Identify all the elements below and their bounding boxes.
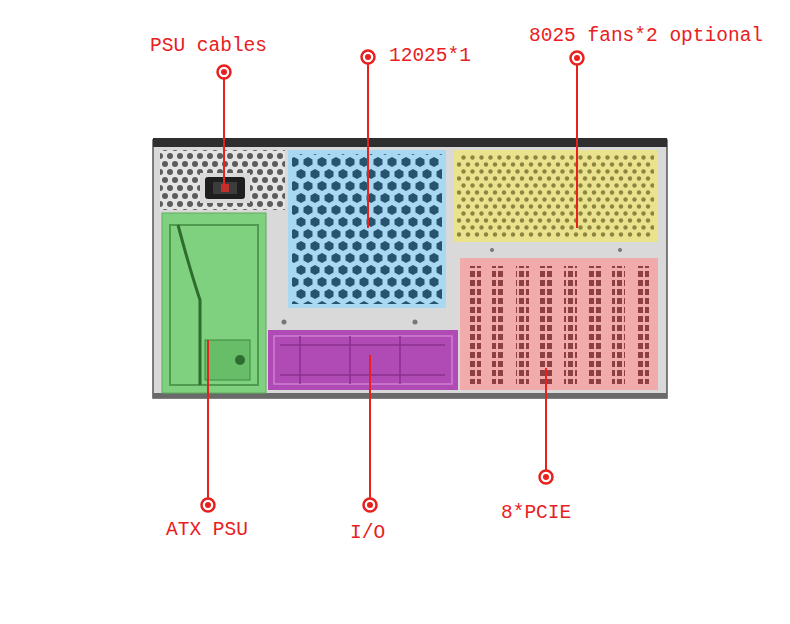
callout-label: 12025*1 xyxy=(389,45,471,68)
callout-label: 8025 fans*2 optional xyxy=(529,25,763,48)
callout-label: PSU cables xyxy=(150,35,267,58)
callout-label: 8*PCIE xyxy=(501,502,571,525)
callout-label: ATX PSU xyxy=(166,519,248,542)
callout-label: I/O xyxy=(350,522,385,545)
